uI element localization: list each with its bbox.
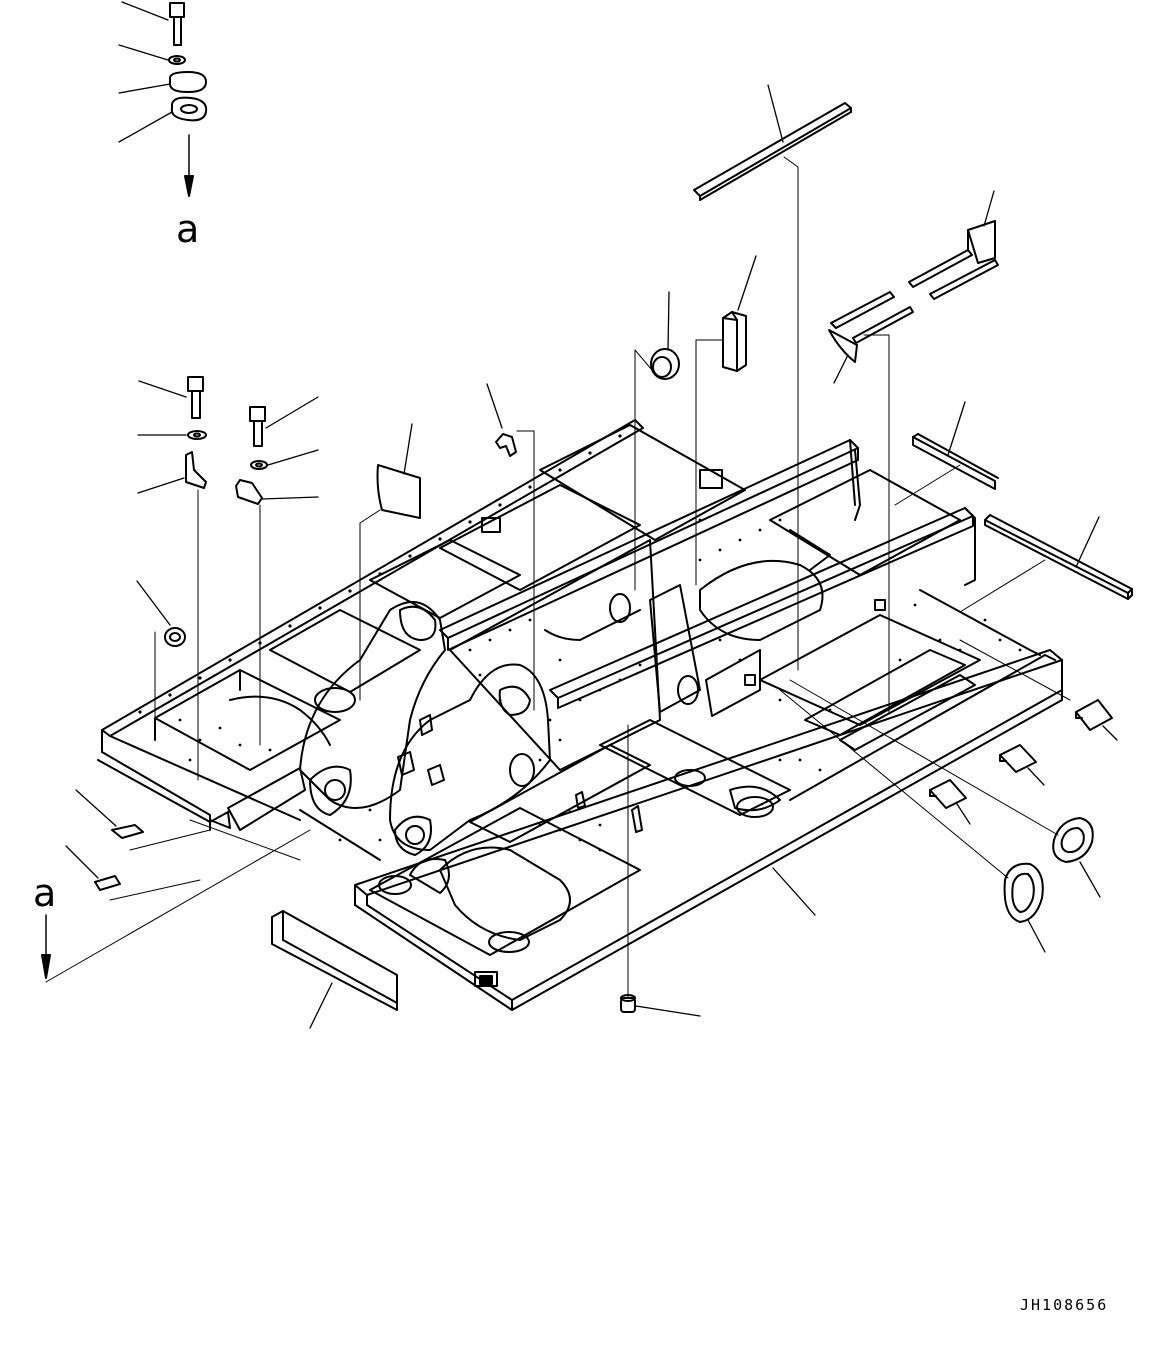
grommet-right-2 bbox=[779, 689, 1046, 953]
bottom-left-clips bbox=[65, 789, 211, 901]
gasket-top bbox=[118, 96, 208, 143]
rivet-dots bbox=[138, 434, 1022, 852]
spacer-block bbox=[695, 255, 757, 586]
reference-mark-a-bottom: a bbox=[33, 871, 57, 915]
front-plate bbox=[271, 910, 398, 1029]
plug bbox=[620, 724, 701, 1017]
down-arrow-icon bbox=[184, 134, 194, 197]
left-fastener-stack-2 bbox=[235, 396, 319, 746]
long-bar-right bbox=[984, 514, 1133, 600]
cover-plate bbox=[359, 423, 421, 701]
grommet-top bbox=[634, 291, 680, 591]
drawing-number: JH108656 bbox=[1020, 1296, 1109, 1314]
bolt-top bbox=[121, 1, 185, 46]
revolving-frame bbox=[97, 419, 1063, 1011]
guide-lines bbox=[189, 464, 1046, 861]
top-fastener-stack bbox=[118, 1, 208, 197]
angle-strip-set bbox=[828, 190, 999, 713]
down-arrow-icon bbox=[41, 829, 311, 983]
reference-mark-a-top: a bbox=[176, 207, 200, 251]
long-bar-top bbox=[693, 84, 852, 671]
small-clip-top bbox=[486, 383, 535, 711]
left-fastener-stack-1 bbox=[137, 376, 207, 781]
left-grommet bbox=[136, 580, 186, 731]
washer-top bbox=[118, 44, 186, 65]
right-clips bbox=[929, 639, 1118, 825]
grommet-right-1 bbox=[789, 679, 1101, 898]
strip-right bbox=[912, 401, 999, 490]
plate-top bbox=[118, 71, 207, 94]
frame-leader bbox=[772, 867, 816, 916]
